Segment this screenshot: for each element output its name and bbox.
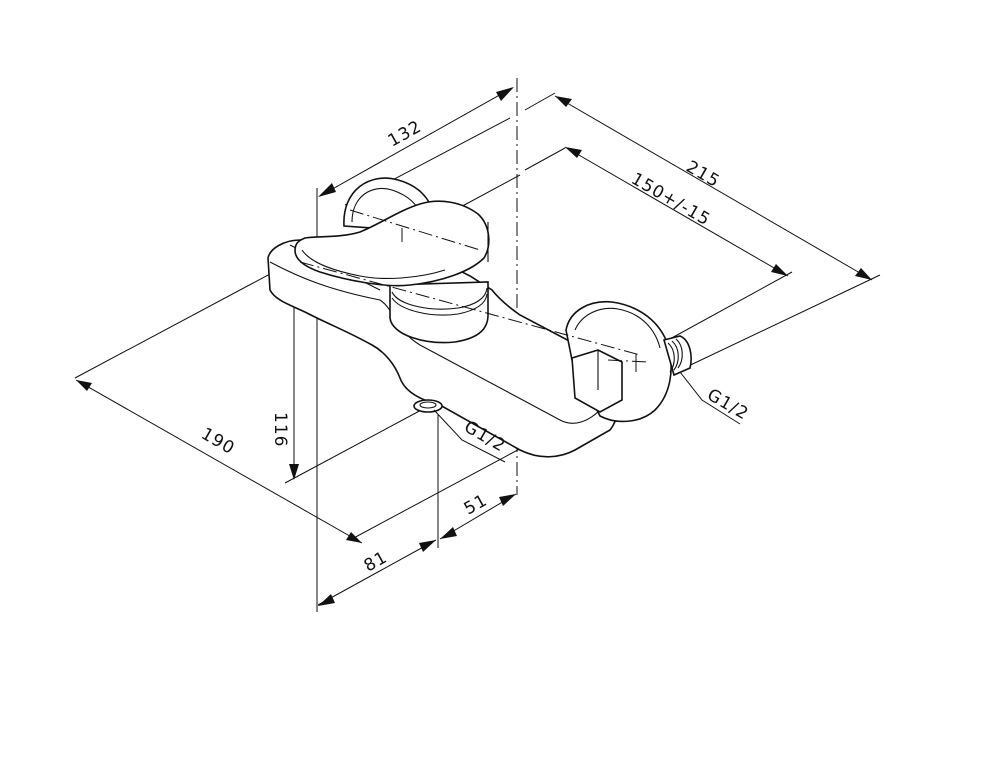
cartridge-ring [391, 287, 488, 310]
lever-handle-edge [301, 249, 446, 279]
dim-label-132: 132 [385, 117, 426, 152]
arrowhead [499, 494, 516, 506]
dim-line-132 [319, 87, 513, 197]
arrowhead [76, 380, 92, 391]
wall-flange-right-inner [574, 307, 661, 349]
dim-line-215 [554, 95, 873, 281]
extension-line [454, 174, 521, 211]
arrowhead [555, 96, 572, 107]
outlet-port-inner [419, 401, 437, 409]
cartridge-housing [389, 281, 489, 344]
extension-line [667, 271, 793, 341]
dim-label-190: 190 [198, 424, 239, 459]
extension-line [284, 407, 426, 484]
extension-line [679, 274, 881, 371]
leader-outlet [433, 409, 506, 463]
cartridge-ring [391, 293, 488, 316]
arrowhead [565, 147, 582, 158]
arrowhead [771, 264, 788, 276]
arrowhead [346, 532, 362, 543]
arrowhead [496, 87, 514, 101]
dim-label-51: 51 [461, 490, 491, 519]
dim-line-150 [564, 146, 789, 277]
extension-line [524, 147, 566, 171]
arrowhead [419, 540, 436, 552]
arrowhead [440, 527, 457, 539]
extension-line [524, 92, 556, 111]
dim-line-190 [75, 379, 363, 544]
dim-label-215: 215 [683, 157, 724, 192]
extension-line [74, 257, 301, 379]
dim-line-81 [317, 539, 437, 606]
center-axis [607, 359, 649, 363]
dim-label-81: 81 [361, 547, 391, 576]
thread-lines [667, 338, 683, 373]
thread-label-inlet: G1/2 [704, 385, 753, 425]
arrowhead [318, 183, 336, 197]
arrowhead [855, 268, 872, 280]
lever-handle [294, 200, 490, 287]
arrowhead [289, 464, 299, 480]
arrowhead [318, 594, 335, 606]
leader-inlet [679, 371, 741, 425]
center-axis-horizontal [299, 261, 641, 356]
dim-label-116: 116 [270, 412, 290, 447]
